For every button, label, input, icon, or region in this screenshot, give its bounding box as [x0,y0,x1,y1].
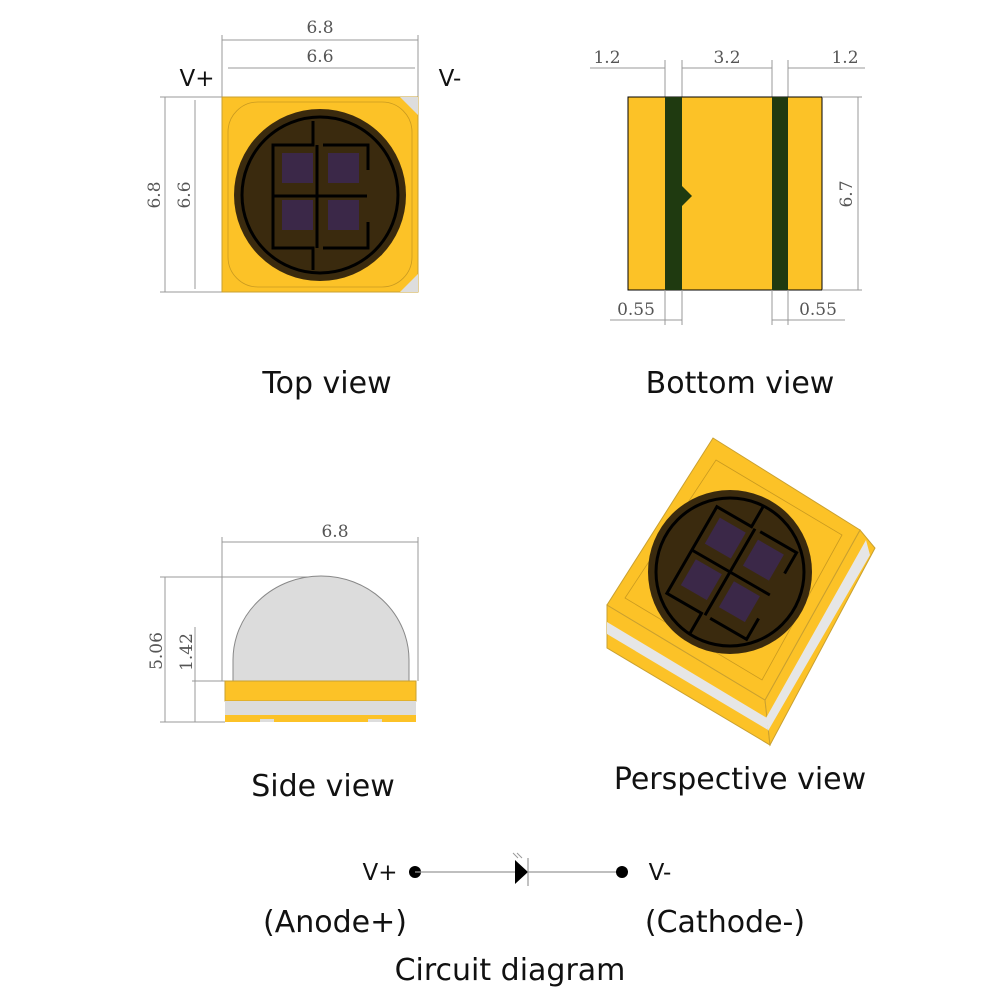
top-width-inner: 6.6 [306,47,333,67]
circuit-cathode-symbol: V- [649,860,672,886]
circuit-anode-symbol: V+ [362,860,397,886]
cathode-caption: (Cathode-) [645,905,805,940]
side-view-caption: Side view [251,769,395,804]
cathode-label: V- [439,66,462,92]
anode-label: V+ [179,66,214,92]
pad-right-dim: 1.2 [831,48,858,68]
circuit-caption: Circuit diagram [395,953,626,988]
side-height-total-dim: 5.06 [147,632,167,670]
circuit-diagram: V+ V- (Anode+) (Cathode-) Circuit diagra… [263,852,805,988]
gap-dim: 3.2 [713,48,740,68]
diode-icon [515,860,528,884]
bottom-view-caption: Bottom view [646,366,835,401]
top-height-outer: 6.8 [145,181,165,208]
top-view-caption: Top view [261,366,391,401]
top-width-outer: 6.8 [306,18,333,38]
top-view: 6.8 6.6 V+ V- 6.8 6.6 Top view [145,18,461,401]
band-left-dim: 0.55 [617,300,655,320]
side-height-base-dim: 1.42 [177,633,197,671]
anode-caption: (Anode+) [263,905,407,940]
side-view: 6.8 5.06 1.42 Side view [147,522,419,804]
pad-left-dim: 1.2 [593,48,620,68]
perspective-view: Perspective view [606,437,876,797]
side-width-dim: 6.8 [321,522,348,542]
bottom-view: 1.2 3.2 1.2 6.7 0.55 0.55 Bottom view [590,48,865,401]
top-height-inner: 6.6 [175,181,195,208]
bottom-height-dim: 6.7 [837,180,857,207]
perspective-view-caption: Perspective view [614,762,866,797]
band-right-dim: 0.55 [799,300,837,320]
